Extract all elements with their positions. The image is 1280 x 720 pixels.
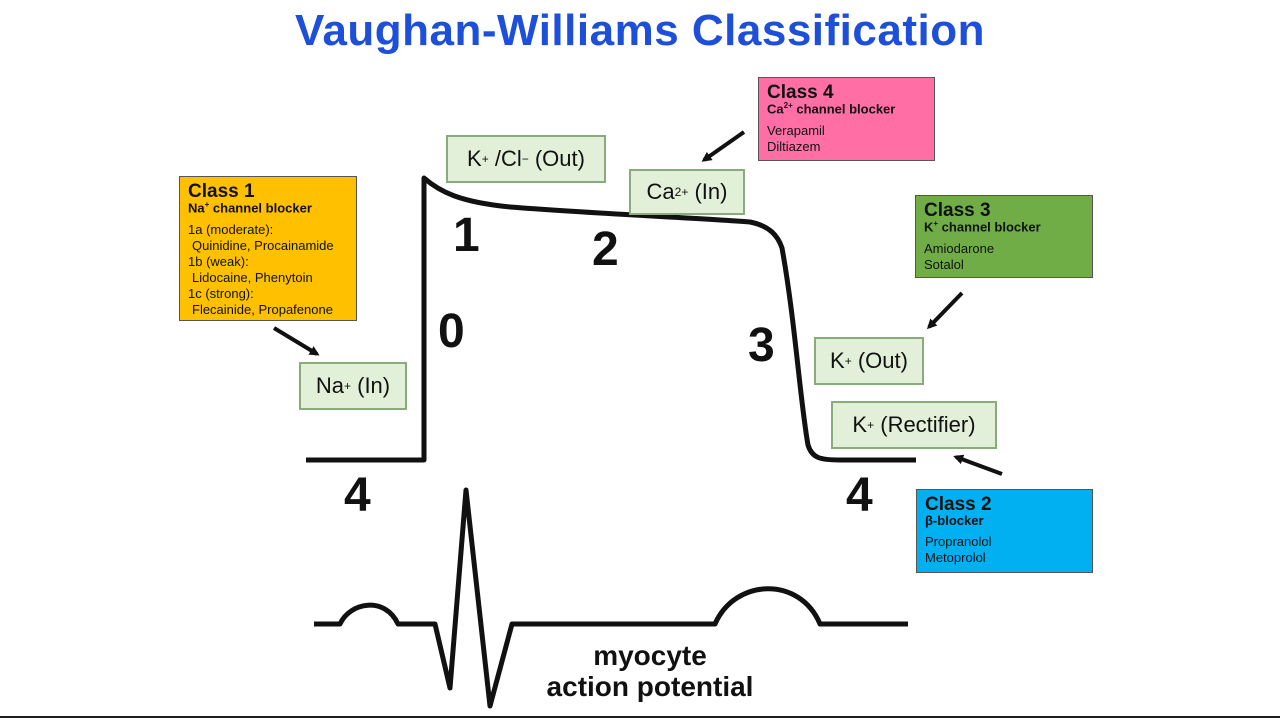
class4-subtitle: Ca2+ channel blocker — [767, 101, 896, 117]
class2-box: Class 2 β-blocker Propranolol Metoprolol — [916, 489, 1093, 573]
ion-box-k-out: K+ (Out) — [814, 337, 924, 385]
class2-title: Class 2 — [925, 494, 992, 515]
class2-subtitle: β-blocker — [925, 513, 984, 528]
phase-2-label: 2 — [592, 223, 619, 276]
class1-drug-line: Lidocaine, Phenytoin — [192, 269, 313, 285]
class3-box: Class 3 K+ channel blocker Amiodarone So… — [915, 195, 1093, 278]
phase-0-label: 0 — [438, 305, 465, 358]
class2-arrow — [953, 454, 1003, 476]
class1-drug-line: 1a (moderate): — [188, 221, 274, 237]
class4-arrow — [701, 130, 746, 162]
class1-box: Class 1 Na+ channel blocker 1a (moderate… — [179, 176, 357, 321]
class1-arrow — [272, 326, 320, 356]
class2-drug-line: Propranolol — [925, 534, 992, 550]
caption-line-1: myocyte — [593, 640, 707, 671]
bottom-divider — [0, 716, 1280, 718]
class1-drug-line: Quinidine, Procainamide — [192, 237, 334, 253]
class3-drug-line: Amiodarone — [924, 240, 995, 256]
class1-title: Class 1 — [188, 181, 255, 202]
class1-drug-line: Flecainide, Propafenone — [192, 301, 333, 317]
class1-subtitle: Na+ channel blocker — [188, 200, 312, 216]
class1-drug-line: 1b (weak): — [188, 253, 249, 269]
phase-4-left-label: 4 — [344, 469, 371, 522]
class4-drug-line: Verapamil — [767, 122, 825, 138]
ecg-trace — [314, 487, 908, 709]
class3-title: Class 3 — [924, 200, 991, 221]
class4-drug-line: Diltiazem — [767, 138, 821, 154]
class2-drug-line: Metoprolol — [925, 550, 986, 566]
caption-line-2: action potential — [546, 671, 754, 702]
ion-box-k-cl-out: K+ /Cl− (Out) — [446, 135, 606, 183]
class4-box: Class 4 Ca2+ channel blocker Verapamil D… — [758, 77, 935, 161]
class3-drug-line: Sotalol — [924, 256, 964, 272]
phase-3-label: 3 — [748, 319, 775, 372]
class1-drug-line: 1c (strong): — [188, 285, 254, 301]
phase-4-right-label: 4 — [846, 469, 873, 522]
class3-arrow — [926, 291, 964, 330]
ion-box-k-rectifier: K+ (Rectifier) — [831, 401, 997, 449]
action-potential-curve — [306, 175, 916, 463]
phase-1-label: 1 — [453, 209, 480, 262]
class4-title: Class 4 — [767, 82, 834, 103]
class3-subtitle: K+ channel blocker — [924, 219, 1041, 235]
ion-box-na-in: Na+ (In) — [299, 362, 407, 410]
page-title: Vaughan-Williams Classification — [295, 6, 985, 55]
